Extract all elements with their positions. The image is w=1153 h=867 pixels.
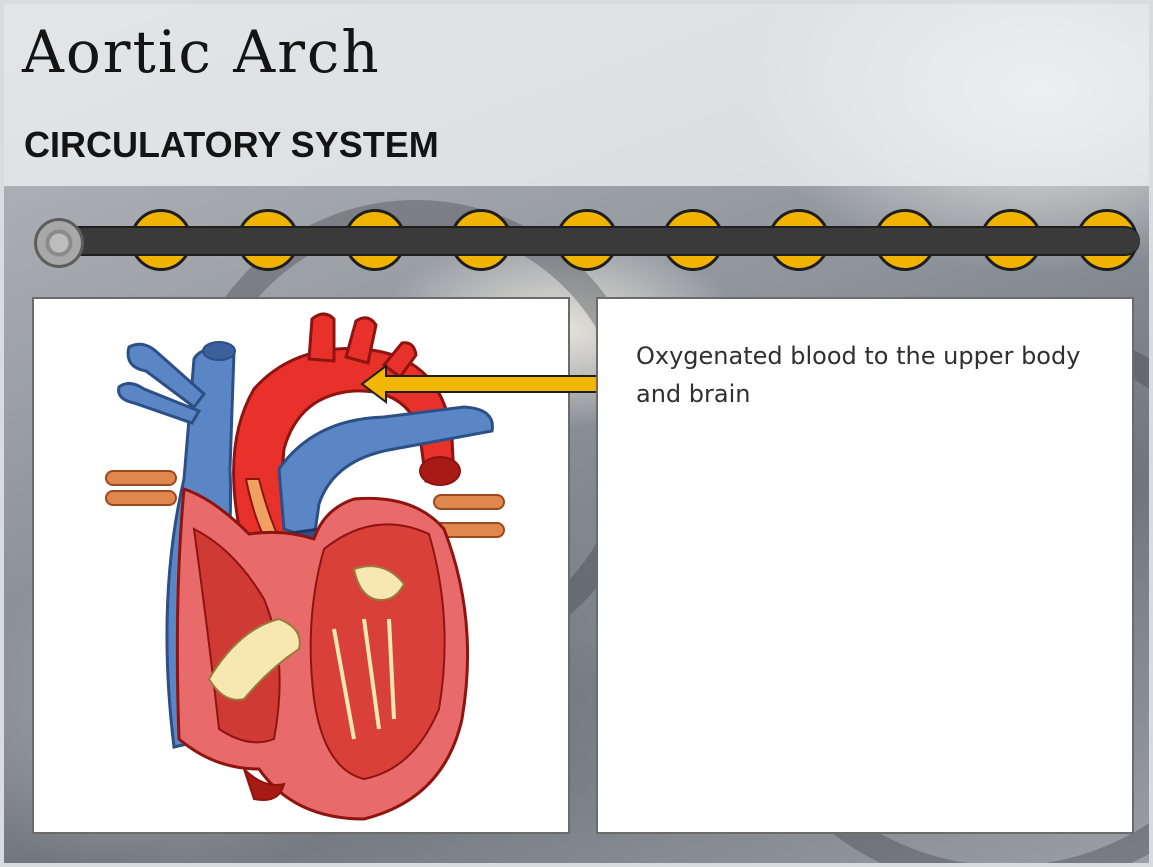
slide-subtitle: CIRCULATORY SYSTEM xyxy=(24,124,439,166)
description-text: Oxygenated blood to the upper body and b… xyxy=(636,337,1106,413)
slide-title: Aortic Arch xyxy=(22,18,381,86)
pointer-arrow xyxy=(360,362,600,406)
heart-body xyxy=(177,489,467,819)
progress-track xyxy=(30,206,1142,276)
progress-track-line xyxy=(50,226,1140,256)
description-panel: Oxygenated blood to the upper body and b… xyxy=(596,297,1134,834)
progress-step-current[interactable] xyxy=(34,218,84,268)
